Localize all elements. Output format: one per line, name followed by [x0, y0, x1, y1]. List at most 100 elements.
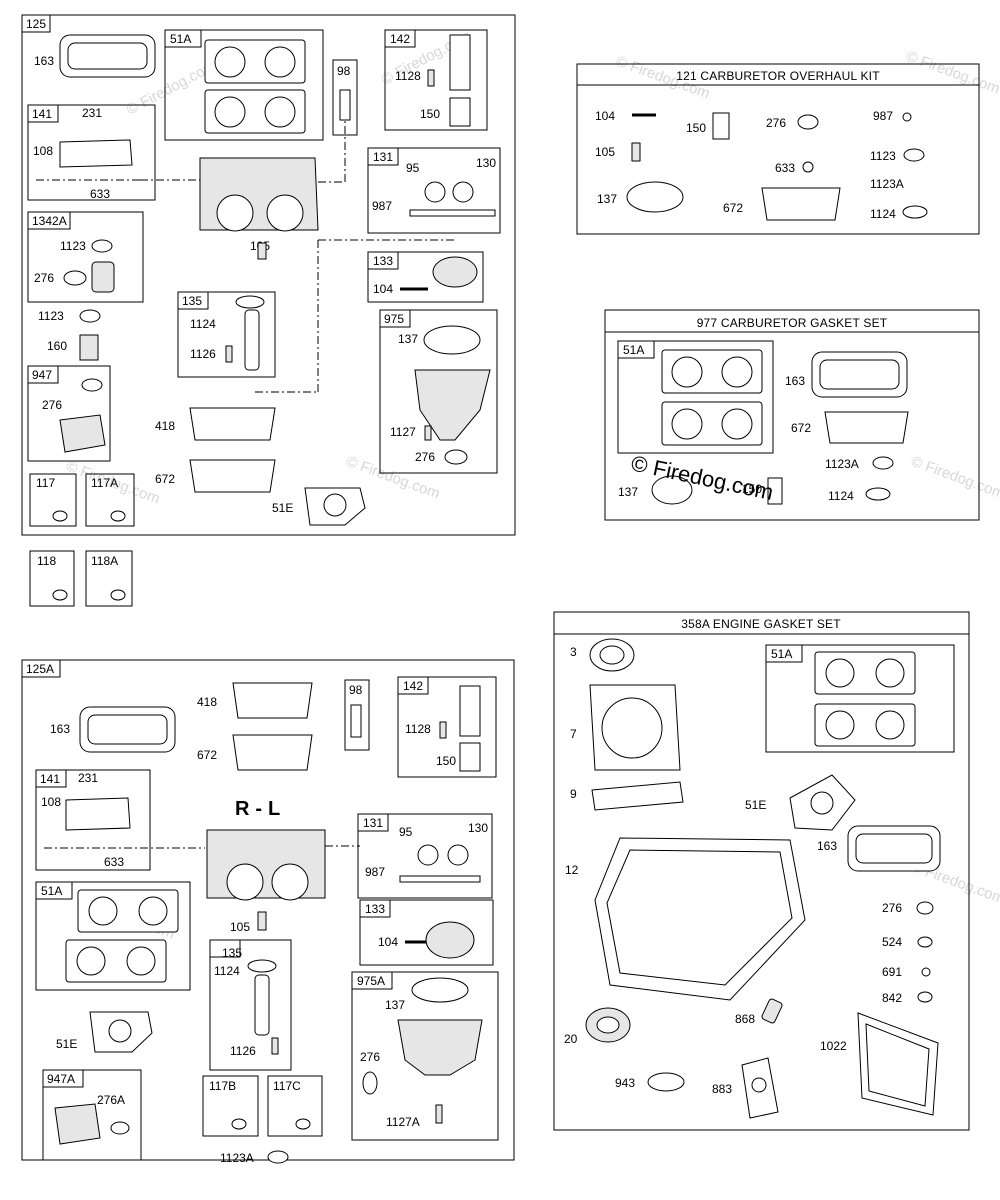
label-1124: 1124: [190, 317, 216, 331]
label-1127: 1127: [390, 425, 416, 439]
gasket-hole: [76, 946, 106, 976]
shaft-987: [409, 209, 496, 217]
oring-137: [626, 181, 684, 213]
washer-691: [921, 967, 931, 977]
washer-118A: [110, 589, 126, 601]
washer-633: [802, 161, 814, 173]
label-231: 231: [78, 771, 98, 785]
box-141: [27, 104, 156, 201]
label-1022: 1022: [820, 1039, 847, 1053]
label-51E: 51E: [272, 501, 293, 515]
bowl-975A: [397, 1019, 483, 1076]
washer-1123A: [872, 456, 894, 470]
label-137: 137: [597, 192, 617, 206]
label-987: 987: [873, 109, 893, 123]
gasket-bore: [601, 697, 663, 759]
washer-1123A: [267, 1150, 289, 1164]
label-842: 842: [882, 991, 902, 1005]
screw-1128: [427, 69, 435, 87]
label-117C: 117C: [273, 1079, 301, 1093]
tag-box: [27, 104, 59, 123]
gasket-hole: [138, 896, 168, 926]
label-118A: 118A: [91, 554, 118, 568]
screw-1127A: [435, 1104, 443, 1124]
gasket-672: [761, 187, 841, 221]
kit-977-frame: [604, 309, 980, 521]
shaft-987: [399, 875, 481, 883]
label-276: 276: [34, 271, 54, 285]
label-987: 987: [372, 199, 392, 213]
float-133: [432, 256, 478, 288]
seal-1124: [247, 959, 277, 973]
label-135: 135: [182, 294, 202, 308]
label-20: 20: [564, 1032, 578, 1046]
oring-943: [647, 1072, 685, 1092]
loose-parts: 118 118A: [29, 550, 133, 607]
label-160: 160: [47, 339, 67, 353]
gasket-672: [232, 734, 313, 771]
box-975A: [351, 971, 499, 1141]
label-105: 105: [230, 920, 250, 934]
gasket-418: [232, 682, 313, 719]
label-51E: 51E: [56, 1037, 77, 1051]
label-117A: 117A: [91, 476, 118, 490]
screw-1126: [225, 345, 233, 363]
gasket-672: [824, 411, 909, 444]
washer-276: [444, 449, 468, 465]
label-9: 9: [570, 787, 577, 801]
washer-117: [52, 510, 68, 522]
label-1123A: 1123A: [870, 177, 904, 191]
label-51A: 51A: [771, 647, 792, 661]
label-137: 137: [398, 332, 418, 346]
gasket-hole: [323, 493, 347, 517]
carburetor-bore: [216, 194, 254, 232]
tube-135: [254, 974, 270, 1036]
label-108: 108: [33, 144, 53, 158]
tag-box: [27, 365, 59, 384]
label-95: 95: [399, 825, 413, 839]
label-1128: 1128: [395, 69, 421, 83]
assembly-125-tag: 125: [26, 17, 46, 31]
kit-358A-title: 358A ENGINE GASKET SET: [681, 617, 841, 631]
washer-117A: [110, 510, 126, 522]
assembly-125-frame: [21, 14, 516, 536]
gasket-163-inner: [67, 42, 148, 70]
plug-868: [761, 998, 783, 1024]
washer-117C: [295, 1118, 311, 1130]
tag-box: [177, 291, 209, 310]
label-1123A: 1123A: [825, 457, 859, 471]
label-672: 672: [197, 748, 217, 762]
gasket-hole: [825, 658, 855, 688]
assembly-125: 125 163 51A 98 142 1128 150 141 231 108: [21, 14, 516, 536]
kit-977-title: 977 CARBURETOR GASKET SET: [697, 316, 888, 330]
seal-hole: [599, 645, 625, 665]
box-118A: [85, 550, 133, 607]
tag-box: [35, 881, 73, 900]
label-117B: 117B: [209, 1079, 236, 1093]
assembly-125A-tag: 125A: [26, 662, 54, 676]
seal-1124: [235, 295, 265, 309]
washer-276: [916, 901, 934, 915]
tube-135: [244, 309, 260, 371]
label-633: 633: [90, 187, 110, 201]
label-276A: 276A: [97, 1093, 125, 1107]
label-943: 943: [615, 1076, 635, 1090]
assembly-125A: 125A 418 98 142 163 672 1128 150 141 231…: [21, 659, 515, 1165]
tag-box: [367, 147, 399, 166]
tag-box: [367, 251, 399, 270]
label-98: 98: [337, 64, 351, 78]
label-108: 108: [41, 795, 61, 809]
label-672: 672: [723, 201, 743, 215]
float-130: [417, 844, 439, 866]
carburetor-bore: [226, 863, 264, 901]
label-3: 3: [570, 645, 577, 659]
box-131: [357, 813, 493, 899]
label-947A: 947A: [47, 1072, 75, 1086]
washer-1123: [903, 148, 925, 162]
spring-98: [350, 704, 362, 738]
label-163: 163: [817, 839, 837, 853]
label-1127A: 1127A: [386, 1115, 420, 1129]
washer-276: [81, 378, 103, 392]
label-1124: 1124: [214, 964, 240, 978]
label-150: 150: [686, 121, 706, 135]
